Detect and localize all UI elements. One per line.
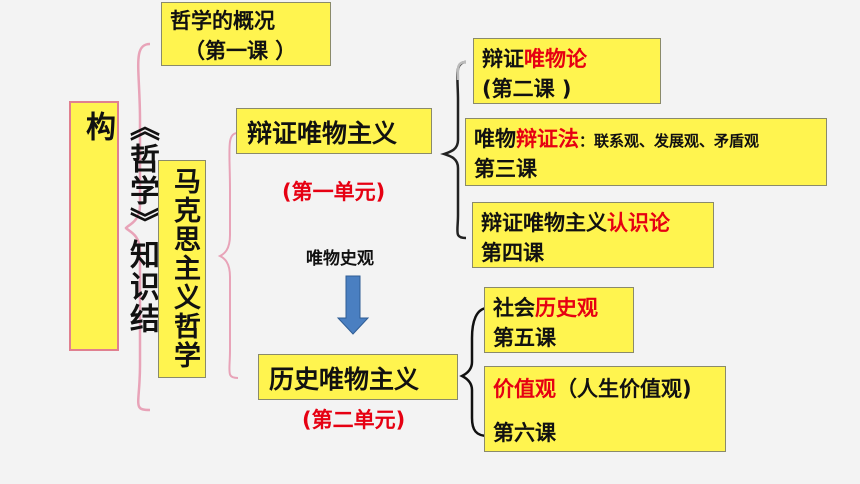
lesson-3-pre: 唯物	[474, 127, 516, 151]
lesson-box-5: 社会历史观 第五课	[484, 287, 634, 353]
overview-box: 哲学的概况 （第一课 ）	[161, 2, 331, 66]
lesson-2-pre: 辩证	[482, 47, 524, 71]
down-arrow	[336, 275, 370, 335]
unit1-box: 辩证唯物主义	[236, 108, 432, 154]
lesson-box-6: 价值观（人生价值观) 第六课	[484, 366, 726, 452]
lesson-box-2: 辩证唯物论 (第二课 )	[473, 38, 661, 104]
unit2-subtitle: (第二单元)	[302, 408, 406, 432]
unit1-brace	[440, 60, 467, 240]
lesson-2-number: (第二课 )	[482, 77, 572, 101]
unit2-title: 历史唯物主义	[269, 365, 420, 394]
lesson-3-highlight: 辩证法	[516, 127, 579, 151]
lesson-4-highlight: 认识论	[607, 211, 670, 235]
marxism-brace	[217, 132, 239, 379]
overview-title: 哲学的概况	[170, 9, 275, 33]
root-brace	[124, 42, 151, 412]
unit2-brace	[459, 306, 489, 438]
unit1-title: 辩证唯物主义	[247, 119, 398, 148]
lesson-5-number: 第五课	[493, 326, 556, 350]
lesson-5-highlight: 历史观	[535, 296, 598, 320]
lesson-3-post: ：联系观、发展观、矛盾观	[579, 132, 760, 150]
lesson-4-pre: 辩证唯物主义	[481, 211, 607, 235]
root-label: 《哲学》知识结构	[80, 111, 159, 335]
marxism-label: 马克思主义哲学	[169, 167, 200, 370]
lesson-2-highlight: 唯物论	[524, 47, 587, 71]
unit2-box: 历史唯物主义	[258, 354, 458, 400]
lesson-6-number: 第六课	[493, 421, 556, 445]
lesson-5-pre: 社会	[493, 296, 535, 320]
marxism-box: 马克思主义哲学	[158, 160, 206, 378]
root-box: 《哲学》知识结构	[69, 101, 159, 351]
lesson-3-number: 第三课	[474, 157, 537, 181]
lesson-6-highlight: 价值观	[493, 377, 556, 401]
overview-lesson: （第一课 ）	[184, 39, 297, 63]
lesson-box-4: 辩证唯物主义认识论 第四课	[472, 202, 714, 268]
lesson-6-post: （人生价值观)	[556, 377, 692, 401]
lesson-box-3: 唯物辩证法：联系观、发展观、矛盾观 第三课	[465, 118, 827, 186]
middle-label: 唯物史观	[306, 249, 374, 269]
unit1-subtitle: (第一单元)	[282, 180, 386, 204]
lesson-4-number: 第四课	[481, 241, 544, 265]
